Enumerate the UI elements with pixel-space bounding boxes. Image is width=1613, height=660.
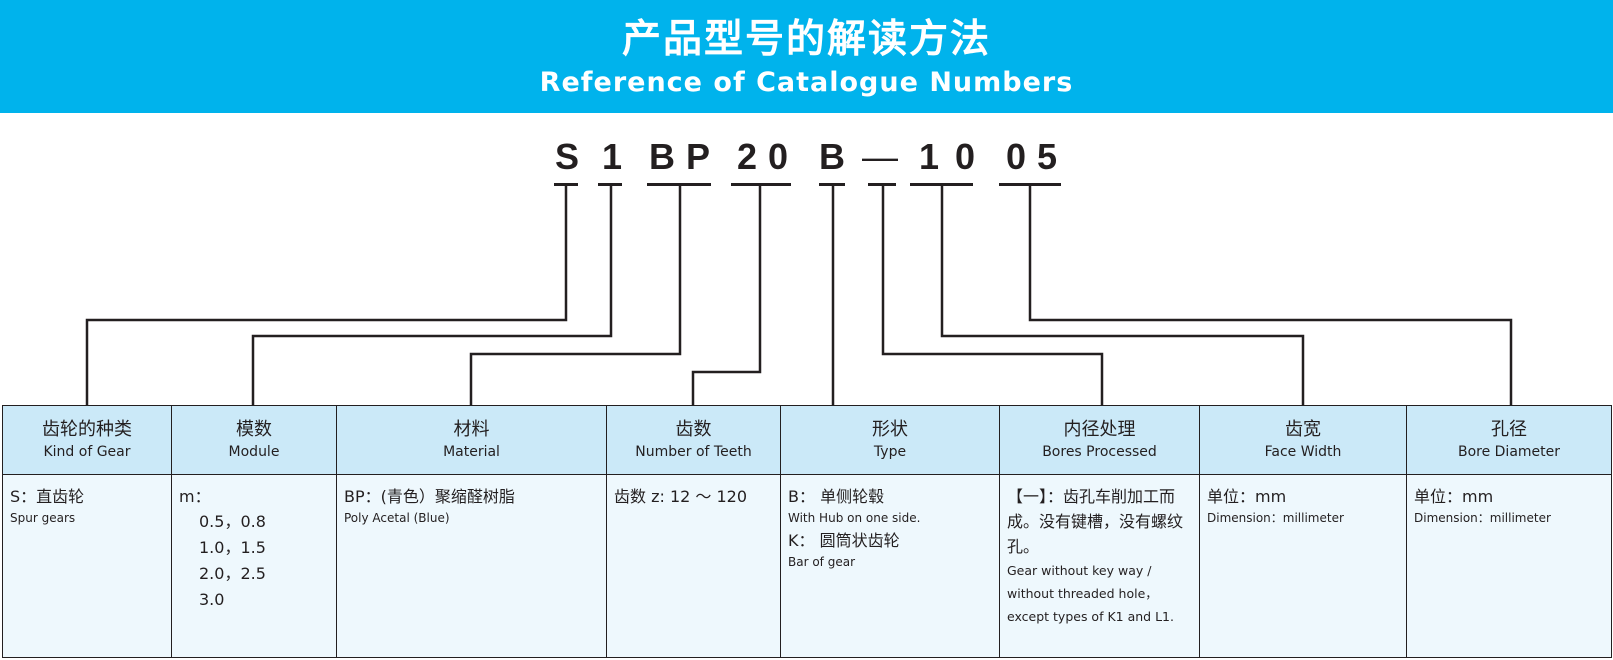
code-underline-bores — [868, 183, 896, 186]
header-type: 形状 Type — [780, 405, 1000, 475]
header-face-width-cn: 齿宽 — [1285, 419, 1321, 440]
bores-en-line: Gear without key way / — [1007, 563, 1152, 578]
table-body-row: S：直齿轮 Spur gears m： 0.5，0.8 1.0，1.5 2.0，… — [2, 474, 1612, 658]
module-value: 3.0 — [199, 590, 225, 609]
title-banner: 产品型号的解读方法 Reference of Catalogue Numbers — [0, 0, 1613, 113]
header-kind-en: Kind of Gear — [43, 444, 131, 460]
code-underline-module — [598, 183, 622, 186]
code-underline-bore — [999, 183, 1061, 186]
module-value: 0.5，0.8 — [199, 512, 266, 531]
leader-bores — [881, 186, 1104, 405]
leader-bore-diameter — [1028, 186, 1513, 405]
code-underline-width — [910, 183, 973, 186]
code-char-module: 1 — [601, 136, 623, 177]
code-char-teeth-1: 2 — [736, 136, 758, 177]
module-label: m： — [179, 487, 211, 506]
code-char-bores: — — [862, 136, 898, 177]
spec-table: 齿轮的种类 Kind of Gear 模数 Module 材料 Material… — [2, 405, 1612, 658]
header-bore-diameter-cn: 孔径 — [1491, 419, 1527, 440]
code-char-material-1: B — [649, 136, 675, 177]
cell-kind: S：直齿轮 Spur gears — [2, 474, 172, 658]
code-underline-type — [819, 183, 845, 186]
bores-en-line: without threaded hole， — [1007, 586, 1158, 601]
header-material: 材料 Material — [336, 405, 607, 475]
header-type-en: Type — [873, 444, 907, 460]
header-bores-en: Bores Processed — [1042, 444, 1157, 460]
header-bore-diameter: 孔径 Bore Diameter — [1406, 405, 1612, 475]
page-title-chinese: 产品型号的解读方法 — [621, 17, 991, 62]
header-type-cn: 形状 — [872, 419, 908, 440]
leader-material — [469, 186, 682, 405]
header-kind: 齿轮的种类 Kind of Gear — [2, 405, 172, 475]
table-header-row: 齿轮的种类 Kind of Gear 模数 Module 材料 Material… — [2, 405, 1612, 475]
face-width-unit-en: Dimension：millimeter — [1207, 511, 1344, 525]
header-bores: 内径处理 Bores Processed — [999, 405, 1200, 475]
header-material-cn: 材料 — [453, 419, 490, 440]
type-k-en: Bar of gear — [788, 555, 856, 569]
header-face-width-en: Face Width — [1264, 444, 1342, 460]
header-bores-cn: 内径处理 — [1063, 419, 1136, 440]
type-b-cn: B： 单侧轮毂 — [788, 487, 885, 506]
code-underline-kind — [554, 183, 578, 186]
type-k-cn: K： 圆筒状齿轮 — [788, 531, 900, 550]
cell-face-width: 单位：mm Dimension：millimeter — [1199, 474, 1407, 658]
leader-module — [251, 186, 613, 405]
code-char-width-1: 1 — [918, 136, 940, 177]
bore-diameter-unit-cn: 单位：mm — [1414, 487, 1494, 506]
code-char-bore-1: 0 — [1005, 136, 1027, 177]
cell-teeth: 齿数 z: 12 〜 120 — [606, 474, 781, 658]
module-value: 1.0，1.5 — [199, 538, 266, 557]
header-kind-cn: 齿轮的种类 — [42, 419, 132, 440]
header-teeth-cn: 齿数 — [675, 419, 712, 440]
code-char-width-2: 0 — [954, 136, 976, 177]
leader-teeth — [691, 186, 762, 405]
kind-cn: S：直齿轮 — [10, 487, 85, 506]
leader-kind — [85, 186, 568, 405]
bores-en-line: except types of K1 and L1. — [1007, 609, 1174, 624]
type-b-en: With Hub on one side. — [788, 511, 921, 525]
code-char-material-2: P — [685, 136, 710, 177]
face-width-unit-cn: 单位：mm — [1207, 487, 1287, 506]
cell-module: m： 0.5，0.8 1.0，1.5 2.0，2.5 3.0 — [171, 474, 337, 658]
cell-bores: 【一】：齿孔车削加工而成。没有键槽，没有螺纹孔。 Gear without ke… — [999, 474, 1200, 658]
cell-type: B： 单侧轮毂 With Hub on one side. K： 圆筒状齿轮 B… — [780, 474, 1000, 658]
bores-cn: 【一】：齿孔车削加工而成。没有键槽，没有螺纹孔。 — [1007, 487, 1184, 556]
code-char-bore-2: 5 — [1036, 136, 1058, 177]
cell-material: BP：(青色）聚缩醛树脂 Poly Acetal (Blue) — [336, 474, 607, 658]
header-module: 模数 Module — [171, 405, 337, 475]
header-bore-diameter-en: Bore Diameter — [1457, 444, 1561, 460]
header-module-cn: 模数 — [236, 419, 272, 440]
code-char-kind: S — [554, 136, 579, 177]
header-module-en: Module — [228, 444, 280, 460]
header-teeth: 齿数 Number of Teeth — [606, 405, 781, 475]
page-title-english: Reference of Catalogue Numbers — [539, 67, 1074, 98]
teeth-range: 齿数 z: 12 〜 120 — [614, 487, 748, 506]
code-char-teeth-2: 0 — [767, 136, 789, 177]
kind-en: Spur gears — [10, 511, 76, 525]
material-en: Poly Acetal (Blue) — [344, 511, 450, 525]
code-underline-material — [647, 183, 711, 186]
code-underline-teeth — [731, 183, 791, 186]
header-material-en: Material — [443, 444, 500, 460]
module-value: 2.0，2.5 — [199, 564, 266, 583]
code-char-type: B — [819, 136, 845, 177]
bore-diameter-unit-en: Dimension：millimeter — [1414, 511, 1551, 525]
material-cn: BP：(青色）聚缩醛树脂 — [344, 487, 515, 506]
leader-face-width — [940, 186, 1305, 405]
cell-bore-diameter: 单位：mm Dimension：millimeter — [1406, 474, 1612, 658]
header-teeth-en: Number of Teeth — [635, 444, 752, 460]
header-face-width: 齿宽 Face Width — [1199, 405, 1407, 475]
